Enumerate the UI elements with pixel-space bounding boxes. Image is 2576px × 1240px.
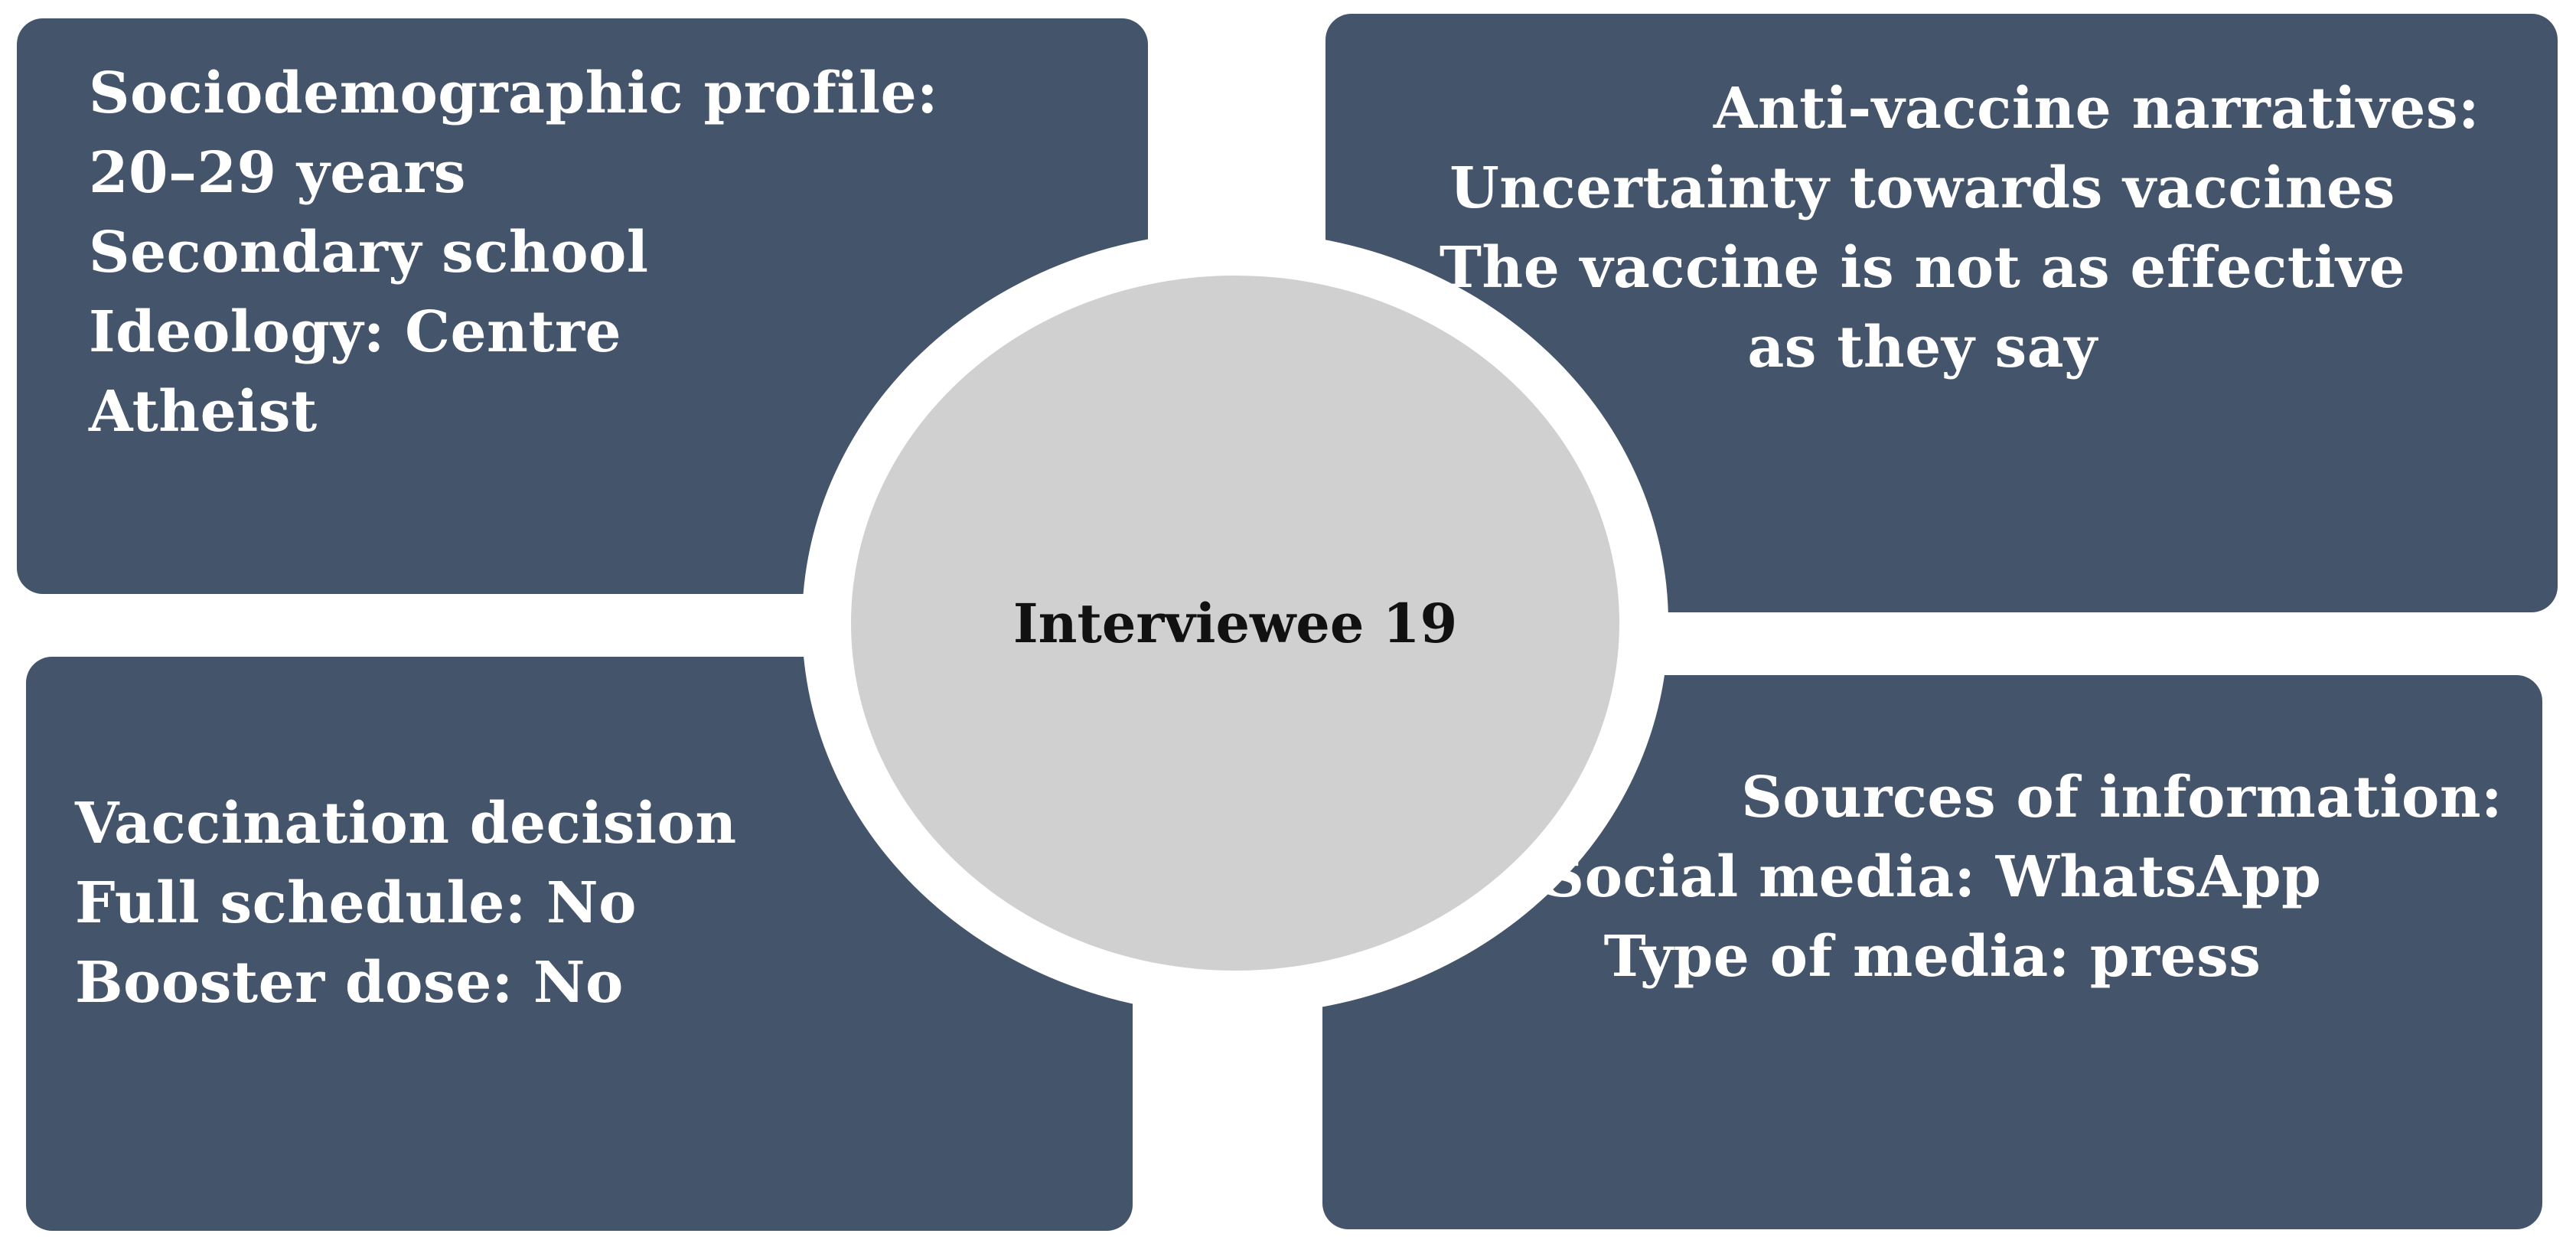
narrative-text: Uncertainty towards vaccines: [1449, 155, 2395, 221]
education-text: Secondary school: [89, 220, 649, 286]
social-media-text: Social media: WhatsApp: [1543, 844, 2322, 910]
narrative-text: as they say: [1747, 315, 2098, 380]
religion-text: Atheist: [89, 379, 318, 445]
age-text: 20–29 years: [89, 140, 466, 206]
vaccination-decision-panel: Vaccination decision Full schedule: No B…: [26, 657, 1133, 1231]
panel-title: Sociodemographic profile:: [89, 60, 938, 126]
booster-dose-text: Booster dose: No: [75, 950, 624, 1016]
narrative-text: The vaccine is not as effective: [1439, 235, 2406, 301]
full-schedule-text: Full schedule: No: [75, 870, 637, 936]
panel-title: Sources of information:: [1741, 765, 2503, 830]
media-type-text: Type of media: press: [1603, 924, 2261, 990]
sociodemographic-panel: Sociodemographic profile: 20–29 years Se…: [17, 18, 1148, 594]
panel-title: Vaccination decision: [75, 791, 737, 857]
ideology-text: Ideology: Centre: [89, 299, 622, 365]
interviewee-label: Interviewee 19: [1012, 591, 1458, 655]
panel-title: Anti-vaccine narratives:: [1713, 76, 2480, 142]
center-circle: Interviewee 19: [851, 276, 1619, 971]
